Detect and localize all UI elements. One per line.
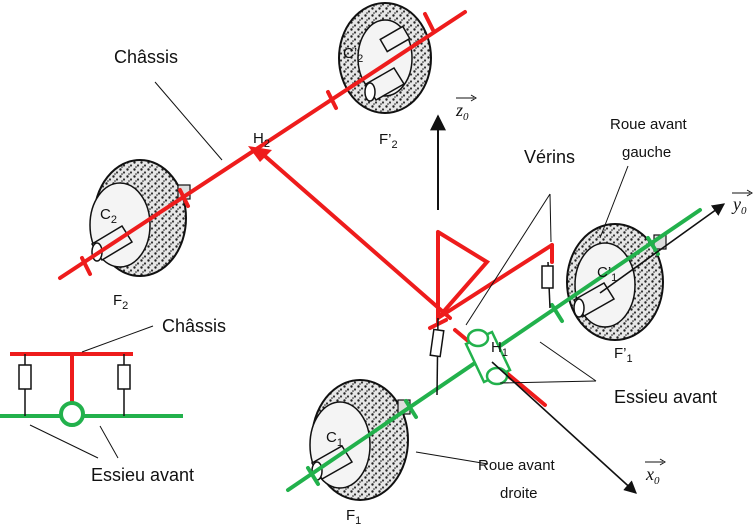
label-front-right-wheel-2: droite bbox=[500, 485, 538, 502]
point-f1: F1 bbox=[346, 507, 361, 526]
pivot-h2-marker bbox=[248, 146, 272, 162]
svg-text:x0: x0 bbox=[645, 464, 660, 487]
point-h1: H1 bbox=[491, 339, 508, 359]
point-c1-prime: C’1 bbox=[597, 264, 617, 284]
point-f2-prime: F’2 bbox=[379, 131, 398, 151]
point-c2: C2 bbox=[100, 206, 117, 226]
inset-schematic bbox=[0, 325, 183, 459]
jack-right bbox=[541, 261, 554, 309]
svg-text:z0: z0 bbox=[455, 100, 469, 123]
point-h2: H2 bbox=[253, 130, 270, 150]
label-chassis: Châssis bbox=[114, 47, 178, 67]
point-c2-prime: C’2 bbox=[343, 45, 363, 65]
label-verins: Vérins bbox=[524, 147, 575, 167]
leader-lines bbox=[154, 81, 629, 465]
axis-y0 bbox=[599, 203, 726, 294]
label-front-axle-inset: Essieu avant bbox=[91, 465, 194, 485]
label-axis-x0: x0 bbox=[645, 458, 666, 487]
label-front-left-wheel-1: Roue avant bbox=[610, 116, 688, 133]
label-axis-y0: y0 bbox=[731, 189, 753, 217]
point-f1-prime: F’1 bbox=[614, 345, 633, 365]
label-axis-z0: z0 bbox=[455, 94, 477, 123]
label-front-left-wheel-2: gauche bbox=[622, 144, 671, 161]
label-front-right-wheel-1: Roue avant bbox=[478, 457, 556, 474]
point-f2: F2 bbox=[113, 292, 128, 312]
label-chassis-inset: Châssis bbox=[162, 316, 226, 336]
svg-text:y0: y0 bbox=[731, 194, 747, 217]
jack-left bbox=[429, 317, 445, 396]
label-front-axle: Essieu avant bbox=[614, 387, 717, 407]
point-c1: C1 bbox=[326, 429, 343, 449]
wheel-rear-left bbox=[338, 2, 432, 114]
axis-x0 bbox=[491, 361, 637, 494]
